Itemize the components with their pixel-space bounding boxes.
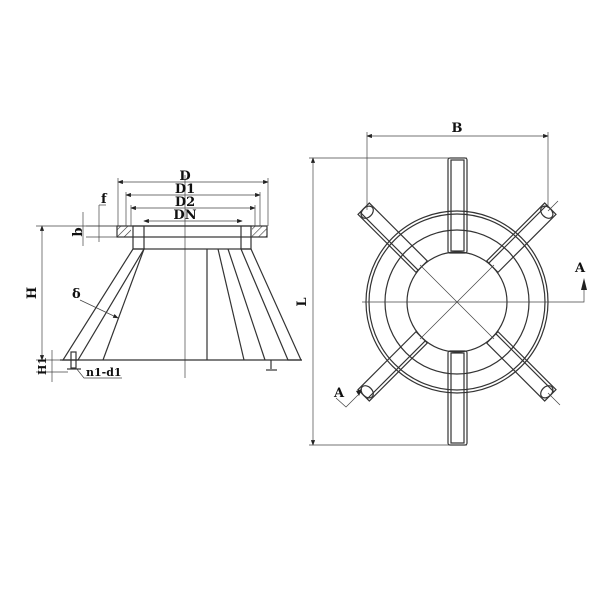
flange-hatch-left [117, 226, 131, 237]
label-n1-d1: n1-d1 [86, 366, 122, 379]
dim-label-D: D [179, 169, 190, 184]
cone-wall-left [61, 248, 146, 361]
dim-label-D1: D1 [175, 182, 195, 197]
dim-label-H: H [25, 287, 40, 299]
anchor-bolt-icon [266, 360, 277, 371]
flange-hatch-right [252, 226, 267, 237]
anchor-bolt-icon [67, 351, 81, 370]
dim-label-b: b [71, 227, 86, 236]
dim-label-DN: DN [173, 208, 196, 223]
cone-wall-right [240, 248, 302, 361]
flange [116, 225, 268, 238]
cone-elevation-view: D D1 D2 DN f b H H1 δ n1-d1 [25, 169, 302, 382]
section-a-arrow-left [335, 394, 359, 408]
hub [132, 225, 252, 250]
dim-label-f: f [101, 192, 108, 207]
section-a-arrow-right [567, 288, 585, 303]
dim-label-delta: δ [72, 287, 81, 302]
dim-label-L: L [295, 297, 310, 306]
dim-label-H1: H1 [36, 357, 49, 375]
dim-label-B: B [452, 121, 463, 136]
section-label-a-right: A [574, 261, 586, 276]
section-label-a-left: A [333, 386, 345, 401]
plan-view: B L A A [295, 121, 587, 446]
dim-label-D2: D2 [175, 195, 195, 210]
